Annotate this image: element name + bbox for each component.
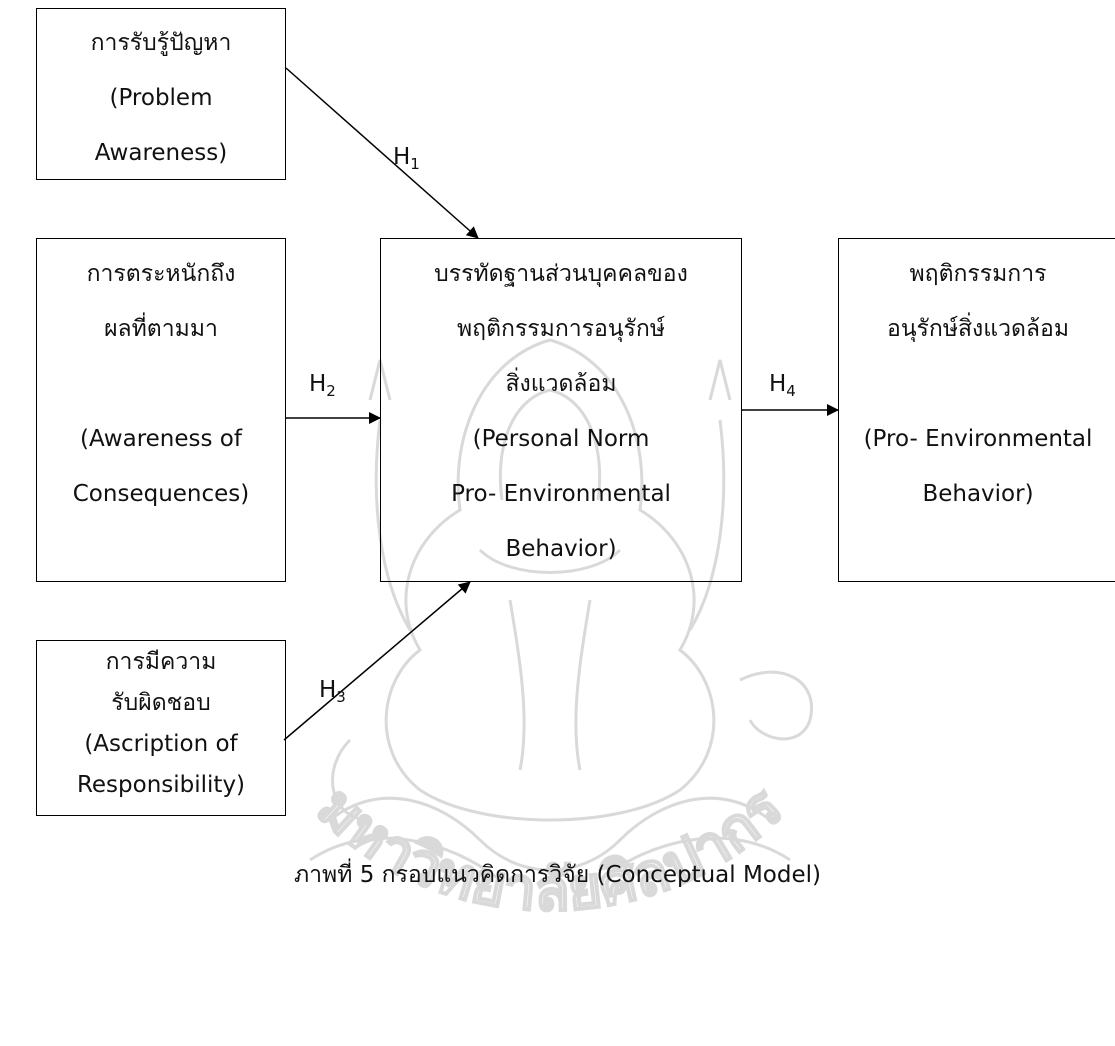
box-line: การรับรู้ปัญหา bbox=[90, 30, 232, 56]
box-line: การมีความ bbox=[105, 649, 217, 675]
label-h4: H4 bbox=[769, 370, 796, 405]
box-line: ผลที่ตามมา bbox=[104, 316, 218, 342]
box-line: สิ่งแวดล้อม bbox=[505, 371, 617, 397]
box-line: Responsibility) bbox=[76, 772, 246, 798]
arrow-h3 bbox=[283, 581, 471, 741]
box-personal-norm: บรรทัดฐานส่วนบุคคลของ พฤติกรรมการอนุรักษ… bbox=[380, 238, 742, 582]
box-line: บรรทัดฐานส่วนบุคคลของ bbox=[434, 261, 688, 287]
box-line: Pro- Environmental bbox=[451, 481, 671, 507]
label-index: 4 bbox=[786, 382, 796, 400]
label-letter: H bbox=[393, 144, 411, 170]
label-h1: H1 bbox=[393, 143, 420, 178]
figure-caption: ภาพที่ 5 กรอบแนวคิดการวิจัย (Conceptual … bbox=[293, 862, 821, 888]
box-line: Behavior) bbox=[505, 536, 617, 562]
label-letter: H bbox=[769, 371, 787, 397]
label-index: 1 bbox=[410, 155, 420, 173]
label-h2: H2 bbox=[309, 370, 336, 405]
box-line: รับผิดชอบ bbox=[111, 690, 211, 716]
label-letter: H bbox=[309, 371, 327, 397]
box-ascription-of-responsibility: การมีความ รับผิดชอบ (Ascription of Respo… bbox=[36, 640, 286, 816]
label-letter: H bbox=[319, 677, 337, 703]
box-line: พฤติกรรมการอนุรักษ์ bbox=[457, 316, 665, 342]
box-line: (Pro- Environmental bbox=[863, 426, 1093, 452]
box-line: พฤติกรรมการ bbox=[909, 261, 1047, 287]
box-line: (Ascription of bbox=[84, 731, 238, 757]
box-awareness-of-consequences: การตระหนักถึง ผลที่ตามมา (Awareness of C… bbox=[36, 238, 286, 582]
label-index: 2 bbox=[326, 382, 336, 400]
box-line: การตระหนักถึง bbox=[86, 261, 236, 287]
label-index: 3 bbox=[336, 688, 346, 706]
box-problem-awareness: การรับรู้ปัญหา (Problem Awareness) bbox=[36, 8, 286, 180]
box-line: Awareness) bbox=[94, 140, 228, 166]
box-line: (Problem bbox=[109, 85, 213, 111]
box-pro-environmental-behavior: พฤติกรรมการ อนุรักษ์สิ่งแวดล้อม (Pro- En… bbox=[838, 238, 1115, 582]
box-line: Consequences) bbox=[72, 481, 250, 507]
arrow-h1 bbox=[285, 67, 479, 239]
box-line: อนุรักษ์สิ่งแวดล้อม bbox=[887, 316, 1069, 342]
university-seal-watermark: มหาวิทยาลัยศิลปากร bbox=[303, 338, 813, 925]
label-h3: H3 bbox=[319, 676, 346, 711]
box-line: (Awareness of bbox=[80, 426, 242, 452]
box-line: Behavior) bbox=[922, 481, 1034, 507]
box-line: (Personal Norm bbox=[472, 426, 650, 452]
